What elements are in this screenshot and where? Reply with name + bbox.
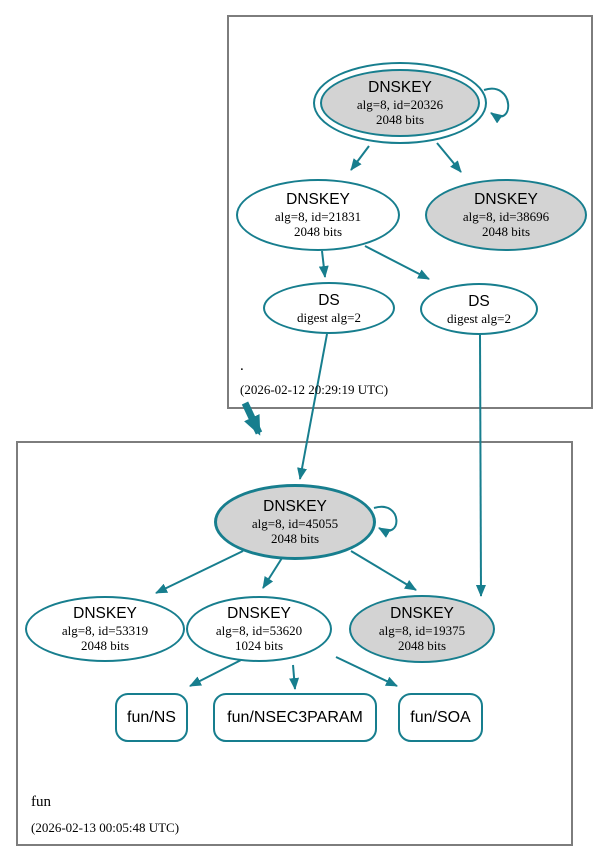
edge-delegation-root-to-fun	[241, 401, 263, 436]
edge-dnskey53620-to-rrset-soa	[335, 656, 398, 687]
edge-ksk20326-selfloop	[483, 87, 510, 124]
node-rrset-fun-nsec3param: fun/NSEC3PARAM	[213, 693, 377, 742]
node-detail: alg=8, id=38696	[462, 209, 550, 224]
node-title: DNSKEY	[390, 605, 454, 622]
node-bits: 2048 bits	[375, 112, 425, 127]
node-detail: alg=8, id=20326	[356, 97, 444, 112]
node-title: DNSKEY	[368, 79, 432, 96]
node-dnskey-45055: DNSKEY alg=8, id=45055 2048 bits	[214, 484, 376, 560]
edge-dnskey45055-selfloop	[373, 505, 398, 538]
edge-ds-left-to-dnskey45055	[297, 333, 328, 480]
edge-dnskey45055-to-dnskey53319	[155, 550, 244, 594]
node-ds-right: DS digest alg=2	[420, 283, 538, 335]
edge-dnskey21831-to-ds-left	[318, 250, 329, 278]
node-dnskey-19375: DNSKEY alg=8, id=19375 2048 bits	[349, 595, 495, 663]
edge-dnskey45055-to-dnskey19375	[350, 550, 417, 591]
node-rrset-fun-soa: fun/SOA	[398, 693, 483, 742]
node-detail: alg=8, id=45055	[251, 516, 339, 531]
node-detail: digest alg=2	[446, 310, 512, 326]
zone-timestamp-fun: (2026-02-13 00:05:48 UTC)	[31, 820, 180, 835]
node-bits: 1024 bits	[234, 638, 284, 653]
node-title: DNSKEY	[227, 605, 291, 622]
zone-label-fun: fun	[31, 794, 51, 810]
node-bits: 2048 bits	[293, 224, 343, 239]
node-bits: 2048 bits	[397, 638, 447, 653]
node-dnskey-20326: DNSKEY alg=8, id=20326 2048 bits	[313, 62, 487, 144]
node-detail: alg=8, id=21831	[274, 209, 362, 224]
zone-label-root: .	[240, 358, 244, 374]
node-bits: 2048 bits	[80, 638, 130, 653]
edge-dnskey45055-to-dnskey53620	[262, 557, 283, 589]
node-rrset-fun-ns: fun/NS	[115, 693, 188, 742]
node-title: DNSKEY	[286, 191, 350, 208]
node-dnskey-53620: DNSKEY alg=8, id=53620 1024 bits	[186, 596, 332, 662]
zone-timestamp-root: (2026-02-12 20:29:19 UTC)	[240, 382, 389, 397]
edge-ds-right-to-dnskey19375	[475, 334, 486, 597]
zone-box-fun	[16, 441, 573, 846]
node-dnskey-20326-inner: DNSKEY alg=8, id=20326 2048 bits	[320, 69, 480, 137]
edge-dnskey21831-to-ds-right	[364, 245, 430, 280]
node-dnskey-38696: DNSKEY alg=8, id=38696 2048 bits	[425, 179, 587, 251]
node-title: DS	[318, 291, 340, 309]
node-ds-left: DS digest alg=2	[263, 282, 395, 334]
node-detail: alg=8, id=19375	[378, 623, 466, 638]
node-bits: 2048 bits	[270, 531, 320, 546]
node-detail: alg=8, id=53319	[61, 623, 149, 638]
edge-dnskey53620-to-rrset-nsec3param	[289, 664, 300, 690]
node-dnskey-21831: DNSKEY alg=8, id=21831 2048 bits	[236, 179, 400, 251]
node-detail: digest alg=2	[296, 309, 362, 325]
edge-dnskey53620-to-rrset-ns	[189, 656, 248, 687]
node-title: DNSKEY	[263, 498, 327, 515]
node-title: DNSKEY	[73, 605, 137, 622]
node-dnskey-53319: DNSKEY alg=8, id=53319 2048 bits	[25, 596, 185, 662]
edge-ksk20326-to-dnskey38696	[436, 142, 462, 173]
node-bits: 2048 bits	[481, 224, 531, 239]
zone-box-root	[227, 15, 593, 409]
node-detail: alg=8, id=53620	[215, 623, 303, 638]
node-title: DS	[468, 292, 490, 310]
node-title: DNSKEY	[474, 191, 538, 208]
edge-ksk20326-to-dnskey21831	[350, 145, 370, 171]
